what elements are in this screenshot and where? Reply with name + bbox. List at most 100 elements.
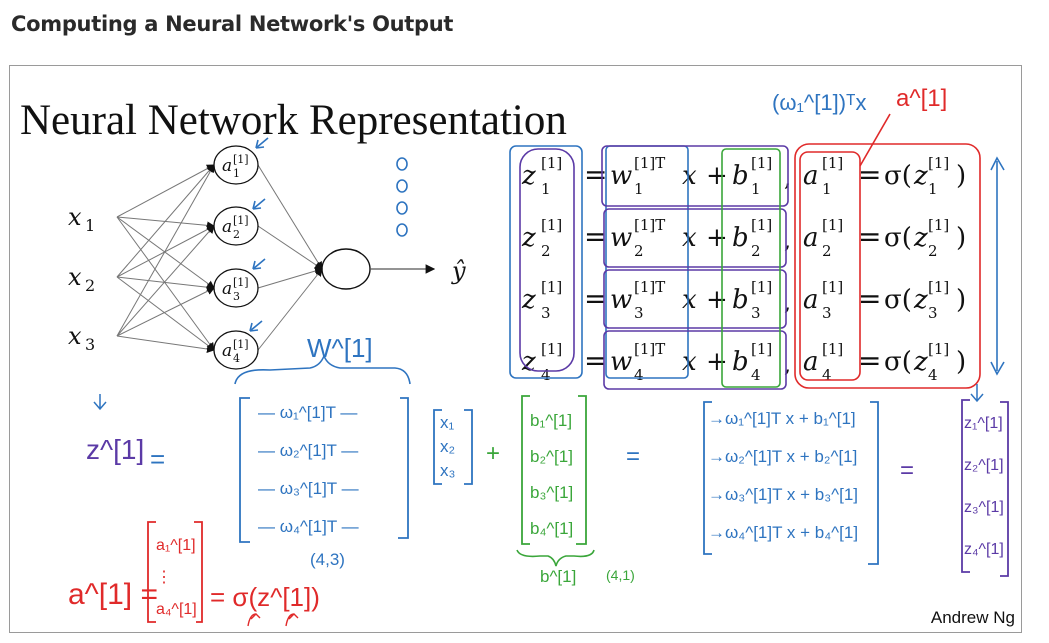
network-edge [257, 164, 323, 270]
hidden-layer: a[1]1a[1]2a[1]3a[1]4 [213, 145, 259, 370]
eq-plus: + [706, 347, 728, 377]
eq-z-sup: [1] [541, 278, 562, 296]
w-matrix-label: W^[1] [307, 333, 373, 363]
eq-sigma-z: z [913, 161, 928, 191]
eq-equals: = [584, 158, 607, 191]
result-matrix-rows: →ω₁^[1]T x + b₁^[1]→ω₂^[1]T x + b₂^[1]→ω… [708, 409, 858, 542]
eq-w: w [610, 347, 632, 377]
input-label: x [68, 203, 82, 231]
hidden-node [213, 206, 259, 246]
w-shape-label: (4,3) [310, 550, 345, 569]
b-vector-entry: b₁^[1] [530, 411, 572, 430]
network-edge [116, 276, 215, 292]
eq-b-sup: [1] [751, 340, 772, 358]
eq-plus: + [706, 285, 728, 315]
red-pointer-line [859, 113, 891, 167]
eq-sigma-z-sup: [1] [928, 154, 949, 172]
eq-b: b [732, 161, 749, 191]
eq-w: w [610, 223, 632, 253]
eq-w: w [610, 161, 632, 191]
result-matrix-row: →ω₁^[1]T x + b₁^[1] [708, 409, 856, 428]
eq-a-sup: [1] [822, 154, 843, 172]
eq-b-sub: 4 [751, 366, 761, 384]
b-vector-left-bracket [521, 395, 530, 545]
eq-x: x [682, 347, 697, 377]
eq-z-sub: 2 [541, 242, 551, 260]
eq-a: a [803, 223, 819, 253]
eq-equals: = [858, 344, 881, 377]
a-vector-entry: a₁^[1] [156, 537, 196, 554]
slide-heading: Neural Network Representation [20, 97, 567, 144]
w-matrix-rows: — ω₁^[1]T —— ω₂^[1]T —— ω₃^[1]T —— ω₄^[1… [258, 403, 359, 536]
eq-sigma-z: z [913, 285, 928, 315]
hidden-node-sub: 1 [233, 167, 240, 180]
updown-arrow-icon [990, 156, 1005, 376]
eq-z-sup: [1] [541, 216, 562, 234]
a-vector-entry: a₄^[1] [156, 601, 197, 618]
eq-sigma: σ( [884, 285, 912, 315]
eq-w-sup: [1]T [634, 340, 665, 358]
hidden-node [213, 330, 259, 370]
eq-a-sub: 1 [822, 180, 832, 198]
eq-w-sup: [1]T [634, 154, 665, 172]
eq-w-sub: 4 [634, 366, 644, 384]
network-edge [116, 164, 215, 278]
eq-equals: = [584, 282, 607, 315]
network-edge [116, 276, 215, 351]
page-title: Computing a Neural Network's Output [11, 12, 454, 36]
eq-a-sup: [1] [822, 216, 843, 234]
result-matrix-row: →ω₄^[1]T x + b₄^[1] [708, 523, 858, 542]
eq-b-sup: [1] [751, 278, 772, 296]
eq-sigma-z-sup: [1] [928, 278, 949, 296]
network-edge [257, 268, 323, 351]
result-right-bracket [868, 401, 879, 565]
input-label: x [68, 263, 82, 291]
b-brace [516, 549, 595, 567]
sigma-z-expression: = σ(z^[1]) [210, 582, 320, 612]
eq-equals: = [584, 344, 607, 377]
eq-equals: = [858, 220, 881, 253]
eq-plus: + [706, 161, 728, 191]
network-edge [116, 216, 215, 351]
w-matrix-row: — ω₂^[1]T — [258, 441, 358, 460]
hidden-node-base: a [222, 217, 232, 237]
eq-sigma-z-sub: 1 [928, 180, 938, 198]
eq-equals: = [584, 220, 607, 253]
w-matrix-left-bracket [239, 397, 250, 543]
b-vector-label: b^[1] [540, 567, 576, 586]
z-vector-entry: z₁^[1] [964, 415, 1003, 432]
eq-b-sup: [1] [751, 154, 772, 172]
hidden-node-sub: 2 [233, 228, 240, 241]
eq-z-sup: [1] [541, 340, 562, 358]
eq-w-sub: 1 [634, 180, 644, 198]
eq-b-sub: 3 [751, 304, 761, 322]
output-node [321, 248, 371, 290]
hidden-node-sup: [1] [233, 338, 249, 351]
z-vector-left-bracket [961, 399, 970, 573]
w-matrix-row: — ω₃^[1]T — [258, 479, 359, 498]
eq-w-sup: [1]T [634, 278, 665, 296]
eq-x: x [682, 161, 697, 191]
z-vector-right-bracket [1000, 401, 1009, 577]
hidden-node-sub: 4 [233, 352, 240, 365]
eq-close: ) [956, 347, 966, 377]
b-vector-entry: b₄^[1] [530, 519, 573, 538]
network-edge [116, 225, 215, 337]
a-vector-label: a^[1] = [68, 578, 158, 611]
z-vector: z₁^[1]z₂^[1]z₃^[1]z₄^[1] [964, 415, 1004, 558]
eq-sigma-z-sup: [1] [928, 216, 949, 234]
hidden-node-sup: [1] [233, 214, 249, 227]
eq-sigma: σ( [884, 161, 912, 191]
network-edge [116, 335, 215, 353]
hidden-node [213, 268, 259, 308]
input-subscript: 2 [85, 276, 95, 295]
eq-sigma: σ( [884, 223, 912, 253]
eq-w-sub: 3 [634, 304, 644, 322]
eq-comma: , [784, 353, 791, 378]
eq-a-sub: 2 [822, 242, 832, 260]
eq-comma: , [784, 291, 791, 316]
blue-arrow-icons [249, 137, 269, 332]
network-edge [116, 287, 215, 337]
